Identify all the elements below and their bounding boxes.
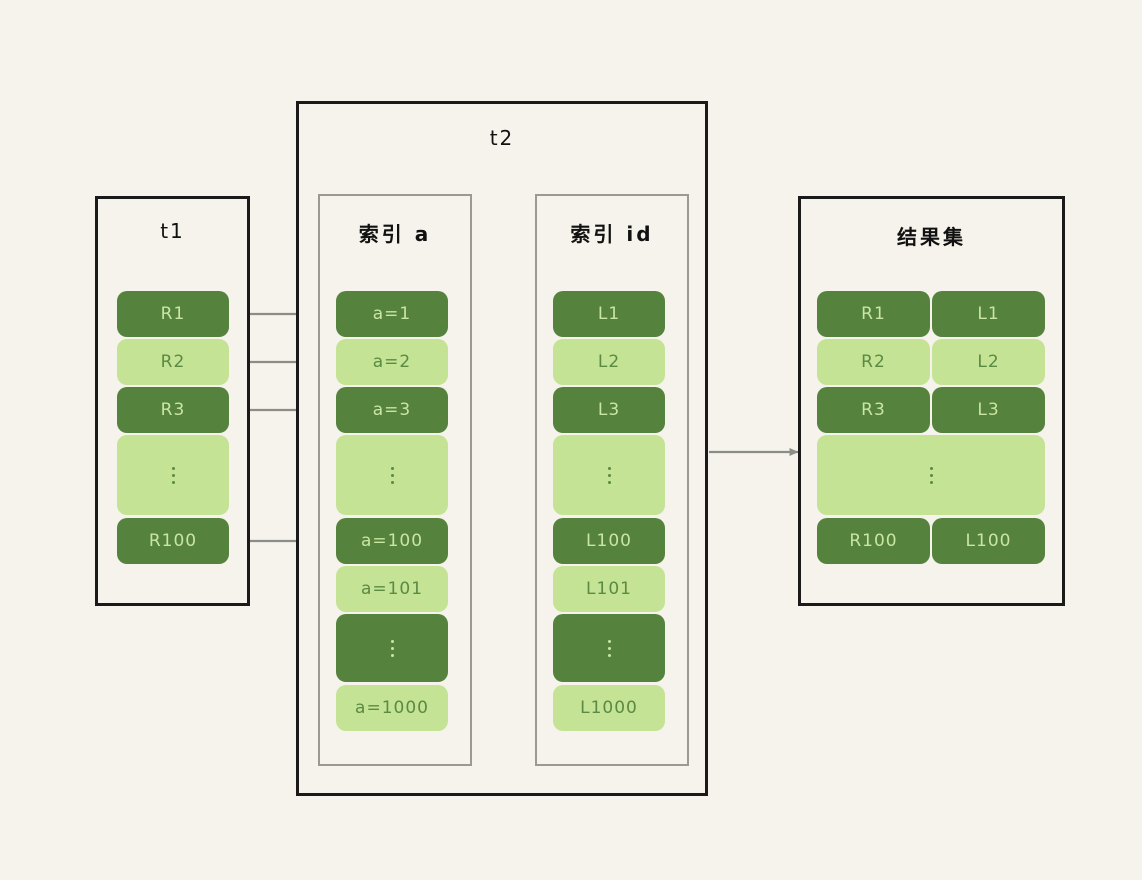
index-a-cell-a-101: a=101 (336, 566, 448, 612)
t1-cell-r2: R2 (117, 339, 229, 385)
result-cell-l2: L2 (932, 339, 1045, 385)
table-t2-title: t2 (489, 126, 515, 150)
index-id-cell-l100: L100 (553, 518, 665, 564)
result-cell-r100: R100 (817, 518, 930, 564)
index-id-cell-l2: L2 (553, 339, 665, 385)
index-id-cell-ellipsis (553, 435, 665, 515)
vertical-ellipsis-icon (607, 639, 611, 657)
result-cell-l1: L1 (932, 291, 1045, 337)
result-row-ellipsis (817, 435, 1045, 515)
index-a-cell-a-3: a=3 (336, 387, 448, 433)
vertical-ellipsis-icon (929, 466, 933, 484)
index-id-cell-l101: L101 (553, 566, 665, 612)
vertical-ellipsis-icon (390, 466, 394, 484)
index-a-title: 索引 a (358, 222, 432, 246)
index-a-cell-a-100: a=100 (336, 518, 448, 564)
index-a-cell-a-2: a=2 (336, 339, 448, 385)
index-id-cell-l1: L1 (553, 291, 665, 337)
t1-cell-r100: R100 (117, 518, 229, 564)
result-cell-r3: R3 (817, 387, 930, 433)
result-cell-r1: R1 (817, 291, 930, 337)
table-t1-title: t1 (160, 219, 185, 243)
vertical-ellipsis-icon (390, 639, 394, 657)
index-id-cell-ellipsis (553, 614, 665, 682)
t1-cell-r1: R1 (117, 291, 229, 337)
result-cell-l3: L3 (932, 387, 1045, 433)
index-id-title: 索引 id (570, 222, 654, 246)
t1-cell-ellipsis (117, 435, 229, 515)
index-a-cell-ellipsis (336, 614, 448, 682)
index-id-cell-l3: L3 (553, 387, 665, 433)
result-set-title: 结果集 (897, 225, 966, 249)
result-cell-l100: L100 (932, 518, 1045, 564)
t1-cell-r3: R3 (117, 387, 229, 433)
index-a-cell-a-1000: a=1000 (336, 685, 448, 731)
vertical-ellipsis-icon (607, 466, 611, 484)
index-a-cell-a-1: a=1 (336, 291, 448, 337)
index-a-cell-ellipsis (336, 435, 448, 515)
vertical-ellipsis-icon (171, 466, 175, 484)
index-id-cell-l1000: L1000 (553, 685, 665, 731)
result-cell-r2: R2 (817, 339, 930, 385)
